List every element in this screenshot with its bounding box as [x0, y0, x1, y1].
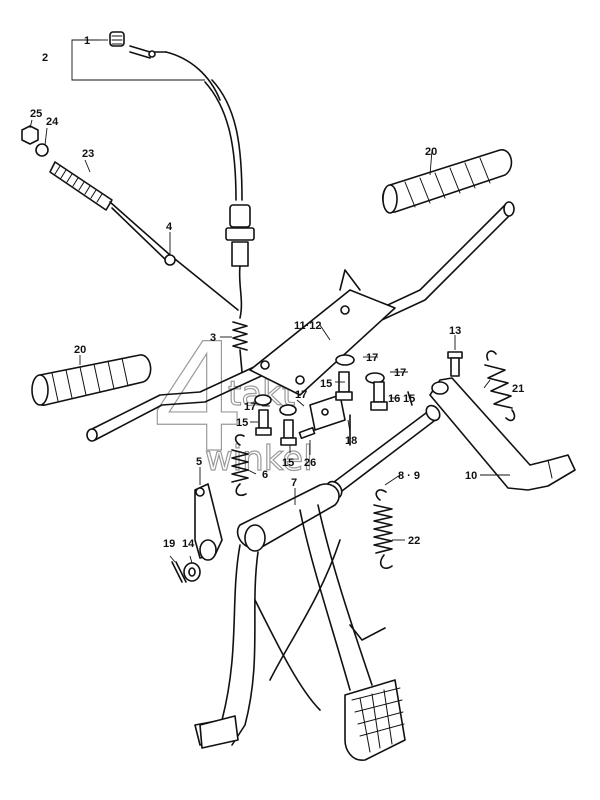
footpeg-rubber-right — [382, 149, 513, 214]
callout-1: 1 — [84, 35, 90, 47]
callout-labels: 1 2 3 4 5 6 7 8 · 9 10 11·12 13 14 15 15… — [30, 35, 524, 550]
callout-23: 23 — [82, 148, 94, 160]
callout-15-c: 15 — [236, 417, 248, 429]
callout-21: 21 — [512, 383, 524, 395]
leader-lines — [29, 39, 510, 564]
watermark-numeral: 4 — [150, 312, 245, 486]
callout-13: 13 — [449, 325, 461, 337]
callout-6: 6 — [262, 469, 268, 481]
callout-8-9: 8 · 9 — [398, 470, 420, 482]
footrest-bar — [86, 201, 515, 442]
callout-2: 2 — [42, 52, 48, 64]
callout-17-c: 17 — [244, 401, 256, 413]
callout-15-b: 15 — [403, 393, 415, 405]
callout-18: 18 — [345, 435, 357, 447]
callout-4: 4 — [166, 221, 173, 233]
callout-17-a: 17 — [366, 352, 378, 364]
brake-pedal — [429, 351, 576, 491]
callout-16: 16 — [388, 393, 400, 405]
callout-20-left: 20 — [74, 344, 86, 356]
callout-17-d: 17 — [295, 389, 307, 401]
callout-25: 25 — [30, 108, 42, 120]
callout-11-12: 11·12 — [294, 320, 322, 332]
callout-14: 14 — [182, 538, 195, 550]
callout-19: 19 — [163, 538, 175, 550]
callout-5: 5 — [196, 456, 202, 468]
callout-3: 3 — [210, 332, 216, 344]
callout-24: 24 — [46, 116, 59, 128]
callout-20-right: 20 — [425, 146, 437, 158]
callout-15-d: 15 — [282, 457, 294, 469]
brake-cable-assembly — [21, 31, 255, 373]
callout-15-a: 15 — [320, 378, 332, 390]
footpeg-rubber-left — [31, 354, 152, 406]
callout-26: 26 — [304, 457, 316, 469]
callout-17-b: 17 — [394, 367, 406, 379]
callout-22: 22 — [408, 535, 420, 547]
center-stand — [171, 483, 406, 761]
springs — [231, 350, 516, 570]
fasteners — [254, 354, 413, 446]
callout-10: 10 — [465, 470, 477, 482]
callout-7: 7 — [291, 477, 297, 489]
